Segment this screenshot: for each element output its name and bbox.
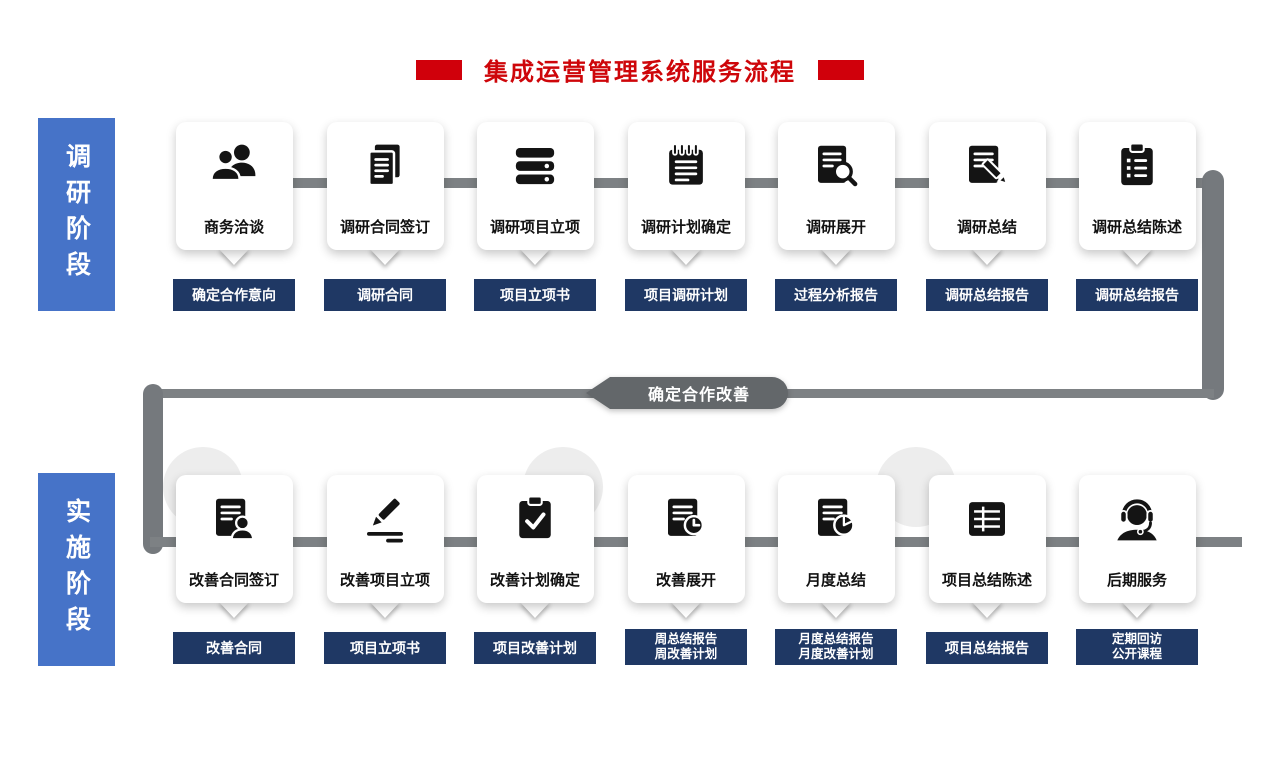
title-right-block <box>818 59 864 80</box>
down-arrow-icon <box>670 601 702 618</box>
step-card: 后期服务 <box>1078 475 1196 603</box>
down-arrow-icon <box>369 248 401 265</box>
step-card: 改善项目立项 <box>326 475 444 603</box>
step-name: 改善展开 <box>655 572 716 589</box>
step-name: 调研总结 <box>956 219 1017 236</box>
step-name: 调研合同签订 <box>339 219 430 236</box>
step-monthly-summary: 月度总结 月度总结报告 月度改善计划 <box>775 475 897 665</box>
step-card: 调研项目立项 <box>476 122 594 250</box>
down-arrow-icon <box>519 601 551 618</box>
step-research-presentation: 调研总结陈述 调研总结报告 <box>1076 122 1198 311</box>
step-improve-contract: 改善合同签订 改善合同 <box>173 475 295 664</box>
down-arrow-icon <box>820 248 852 265</box>
step-research-plan: 调研计划确定 项目调研计划 <box>625 122 747 311</box>
phase-label-implementation: 实施阶段 <box>38 473 115 666</box>
title-left-block <box>416 59 462 80</box>
down-arrow-icon <box>519 248 551 265</box>
down-arrow-icon <box>218 248 250 265</box>
step-name: 月度总结 <box>805 572 866 589</box>
step-name: 商务洽谈 <box>203 219 264 236</box>
step-card: 项目总结陈述 <box>928 475 1046 603</box>
step-improve-plan: 改善计划确定 项目改善计划 <box>474 475 596 664</box>
step-output-tag: 确定合作意向 <box>173 279 295 311</box>
down-arrow-icon <box>820 601 852 618</box>
step-research-project-setup: 调研项目立项 项目立项书 <box>474 122 596 311</box>
step-output-tag: 项目立项书 <box>474 279 596 311</box>
doc-edit-icon <box>960 139 1014 193</box>
step-card: 改善合同签订 <box>175 475 293 603</box>
documents-icon <box>358 139 412 193</box>
down-arrow-icon <box>369 601 401 618</box>
clipboard-check-icon <box>508 492 562 546</box>
step-card: 调研总结 <box>928 122 1046 250</box>
step-output-tag: 调研合同 <box>324 279 446 311</box>
transition-arrow: 确定合作改善 <box>586 377 788 409</box>
down-arrow-icon <box>218 601 250 618</box>
page-title: 集成运营管理系统服务流程 <box>484 59 796 86</box>
step-card: 调研总结陈述 <box>1078 122 1196 250</box>
step-output-tag: 定期回访 公开课程 <box>1076 629 1198 665</box>
clipboard-list-icon <box>1110 139 1164 193</box>
step-after-service: 后期服务 定期回访 公开课程 <box>1076 475 1198 665</box>
step-output-tag: 项目总结报告 <box>926 632 1048 664</box>
step-output-tag: 项目立项书 <box>324 632 446 664</box>
step-output-tag: 改善合同 <box>173 632 295 664</box>
doc-clock-icon <box>659 492 713 546</box>
step-name: 调研项目立项 <box>489 219 580 236</box>
step-output-tag: 过程分析报告 <box>775 279 897 311</box>
step-name: 调研总结陈述 <box>1091 219 1182 236</box>
doc-search-icon <box>809 139 863 193</box>
doc-pie-icon <box>809 492 863 546</box>
step-name: 后期服务 <box>1106 572 1167 589</box>
step-improve-project-setup: 改善项目立项 项目立项书 <box>324 475 446 664</box>
down-arrow-icon <box>1121 601 1153 618</box>
doc-person-icon <box>207 492 261 546</box>
phase2-row: 改善合同签订 改善合同 改善项目立项 项目立项书 改善计划确定 <box>0 475 1280 690</box>
step-card: 调研计划确定 <box>627 122 745 250</box>
step-improve-launch: 改善展开 周总结报告 周改善计划 <box>625 475 747 665</box>
down-arrow-icon <box>971 248 1003 265</box>
step-card: 月度总结 <box>777 475 895 603</box>
step-card: 调研合同签订 <box>326 122 444 250</box>
step-research-contract: 调研合同签订 调研合同 <box>324 122 446 311</box>
transition-label: 确定合作改善 <box>610 377 788 409</box>
left-corner-connector <box>143 384 163 554</box>
list-icon <box>508 139 562 193</box>
people-icon <box>207 139 261 193</box>
phase1-row: 商务洽谈 确定合作意向 调研合同签订 调研合同 调研项目立项 <box>0 122 1280 337</box>
step-name: 改善项目立项 <box>339 572 430 589</box>
step-name: 改善计划确定 <box>489 572 580 589</box>
pen-icon <box>358 492 412 546</box>
right-corner-connector <box>1202 170 1224 400</box>
phase-label-research: 调研阶段 <box>38 118 115 311</box>
step-output-tag: 月度总结报告 月度改善计划 <box>775 629 897 665</box>
step-research-launch: 调研展开 过程分析报告 <box>775 122 897 311</box>
step-output-tag: 调研总结报告 <box>1076 279 1198 311</box>
step-output-tag: 项目调研计划 <box>625 279 747 311</box>
step-output-tag: 调研总结报告 <box>926 279 1048 311</box>
step-card: 商务洽谈 <box>175 122 293 250</box>
step-output-tag: 项目改善计划 <box>474 632 596 664</box>
title-row: 集成运营管理系统服务流程 <box>0 52 1280 87</box>
step-card: 改善展开 <box>627 475 745 603</box>
table-icon <box>960 492 1014 546</box>
step-output-tag: 周总结报告 周改善计划 <box>625 629 747 665</box>
down-arrow-icon <box>670 248 702 265</box>
step-card: 改善计划确定 <box>476 475 594 603</box>
down-arrow-icon <box>971 601 1003 618</box>
notepad-icon <box>659 139 713 193</box>
step-name: 调研展开 <box>805 219 866 236</box>
arrow-tip-icon <box>586 377 610 409</box>
step-name: 调研计划确定 <box>640 219 731 236</box>
step-business-talk: 商务洽谈 确定合作意向 <box>173 122 295 311</box>
down-arrow-icon <box>1121 248 1153 265</box>
step-card: 调研展开 <box>777 122 895 250</box>
step-project-presentation: 项目总结陈述 项目总结报告 <box>926 475 1048 664</box>
step-name: 项目总结陈述 <box>941 572 1032 589</box>
step-research-summary: 调研总结 调研总结报告 <box>926 122 1048 311</box>
headset-icon <box>1110 492 1164 546</box>
step-name: 改善合同签订 <box>188 572 279 589</box>
